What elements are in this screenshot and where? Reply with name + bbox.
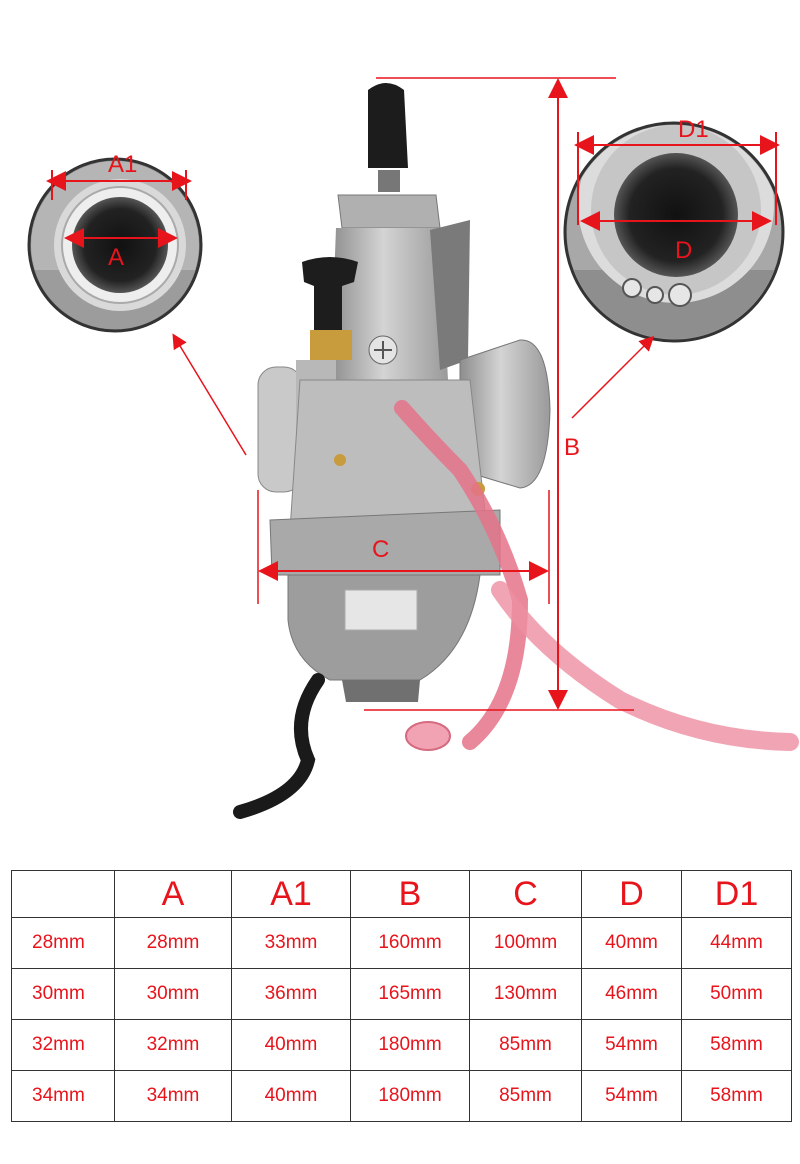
table-cell: 160mm bbox=[350, 917, 470, 969]
dimension-b bbox=[364, 77, 634, 711]
table-row: 28mm 28mm 33mm 160mm 100mm 40mm 44mm bbox=[11, 917, 792, 969]
label-a1: A1 bbox=[108, 151, 137, 178]
header-cell: C bbox=[469, 870, 582, 918]
table-cell: 165mm bbox=[350, 968, 470, 1020]
label-a: A bbox=[108, 244, 124, 271]
header-cell: D bbox=[581, 870, 682, 918]
label-b: B bbox=[564, 434, 580, 461]
table-cell: 100mm bbox=[469, 917, 582, 969]
table-cell: 130mm bbox=[469, 968, 582, 1020]
header-cell: D1 bbox=[681, 870, 792, 918]
table-cell: 180mm bbox=[350, 1019, 470, 1071]
table-cell: 44mm bbox=[681, 917, 792, 969]
table-cell: 34mm bbox=[11, 1070, 115, 1122]
table-cell: 58mm bbox=[681, 1019, 792, 1071]
dimension-c bbox=[257, 490, 550, 604]
label-d: D bbox=[675, 237, 692, 264]
table-cell: 30mm bbox=[11, 968, 115, 1020]
table-cell: 58mm bbox=[681, 1070, 792, 1122]
table-row: 30mm 30mm 36mm 165mm 130mm 46mm 50mm bbox=[11, 968, 792, 1020]
table-cell: 54mm bbox=[581, 1019, 682, 1071]
carburetor-photo bbox=[233, 83, 799, 819]
size-spec-table: A A1 B C D D1 28mm 28mm 33mm 160mm 100mm… bbox=[11, 870, 792, 1122]
table-cell: 180mm bbox=[350, 1070, 470, 1122]
table-cell: 50mm bbox=[681, 968, 792, 1020]
table-cell: 36mm bbox=[231, 968, 351, 1020]
pointer-arrow-right bbox=[571, 335, 655, 419]
pointer-arrow-left bbox=[172, 333, 247, 456]
table-cell: 33mm bbox=[231, 917, 351, 969]
table-cell: 28mm bbox=[114, 917, 232, 969]
table-cell: 40mm bbox=[231, 1019, 351, 1071]
header-cell: B bbox=[350, 870, 470, 918]
table-cell: 28mm bbox=[11, 917, 115, 969]
table-cell: 34mm bbox=[114, 1070, 232, 1122]
header-cell: A bbox=[114, 870, 232, 918]
table-cell: 32mm bbox=[11, 1019, 115, 1071]
table-cell: 85mm bbox=[469, 1070, 582, 1122]
table-cell: 32mm bbox=[114, 1019, 232, 1071]
table-cell: 46mm bbox=[581, 968, 682, 1020]
table-cell: 40mm bbox=[581, 917, 682, 969]
outlet-bell-closeup bbox=[563, 121, 785, 343]
header-cell bbox=[11, 870, 115, 918]
header-cell: A1 bbox=[231, 870, 351, 918]
table-row: 34mm 34mm 40mm 180mm 85mm 54mm 58mm bbox=[11, 1070, 792, 1122]
table-cell: 40mm bbox=[231, 1070, 351, 1122]
table-cell: 54mm bbox=[581, 1070, 682, 1122]
table-cell: 30mm bbox=[114, 968, 232, 1020]
table-row: 32mm 32mm 40mm 180mm 85mm 54mm 58mm bbox=[11, 1019, 792, 1071]
table-cell: 85mm bbox=[469, 1019, 582, 1071]
label-c: C bbox=[372, 536, 389, 563]
label-d1: D1 bbox=[678, 116, 709, 143]
carburetor-dimension-diagram: A1 A D1 D bbox=[27, 77, 799, 819]
table-header-row: A A1 B C D D1 bbox=[11, 870, 792, 918]
intake-bore-closeup bbox=[27, 157, 203, 333]
